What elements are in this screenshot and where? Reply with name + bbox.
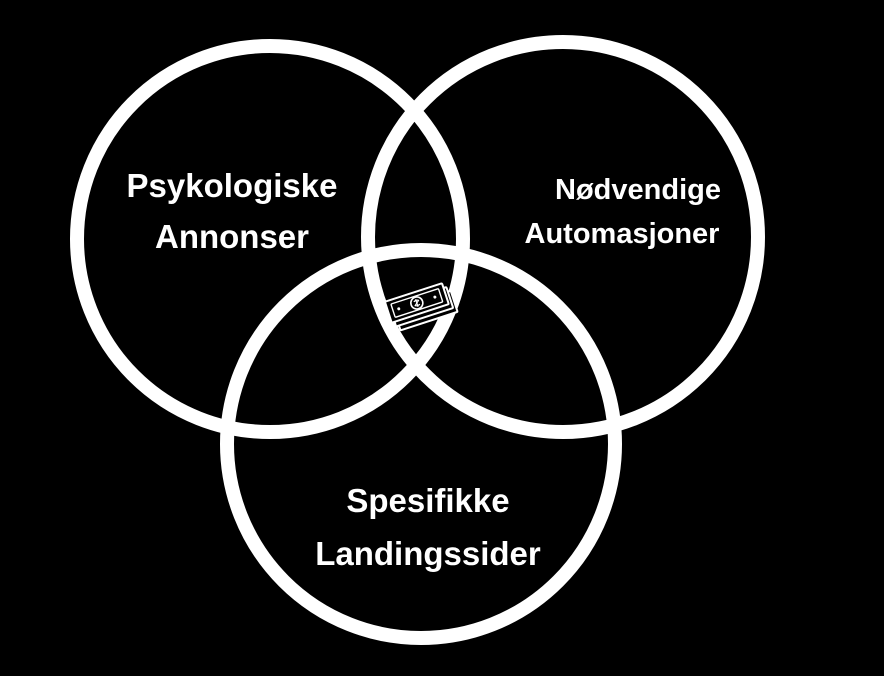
label-right-line1: Nødvendige: [555, 174, 721, 206]
label-left-line1: Psykologiske: [127, 167, 338, 204]
circle-spesifikke-landingssider: [220, 243, 622, 645]
circle-nodvendige-automasjoner: [361, 35, 765, 439]
label-bottom-line1: Spesifikke: [346, 482, 509, 519]
label-left-line2: Annonser: [155, 218, 309, 255]
circle-psykologiske-annonser: [70, 39, 470, 439]
money-stack-icon: [384, 282, 459, 332]
label-bottom-line2: Landingssider: [315, 535, 541, 572]
label-right-line2: Automasjoner: [525, 218, 720, 250]
